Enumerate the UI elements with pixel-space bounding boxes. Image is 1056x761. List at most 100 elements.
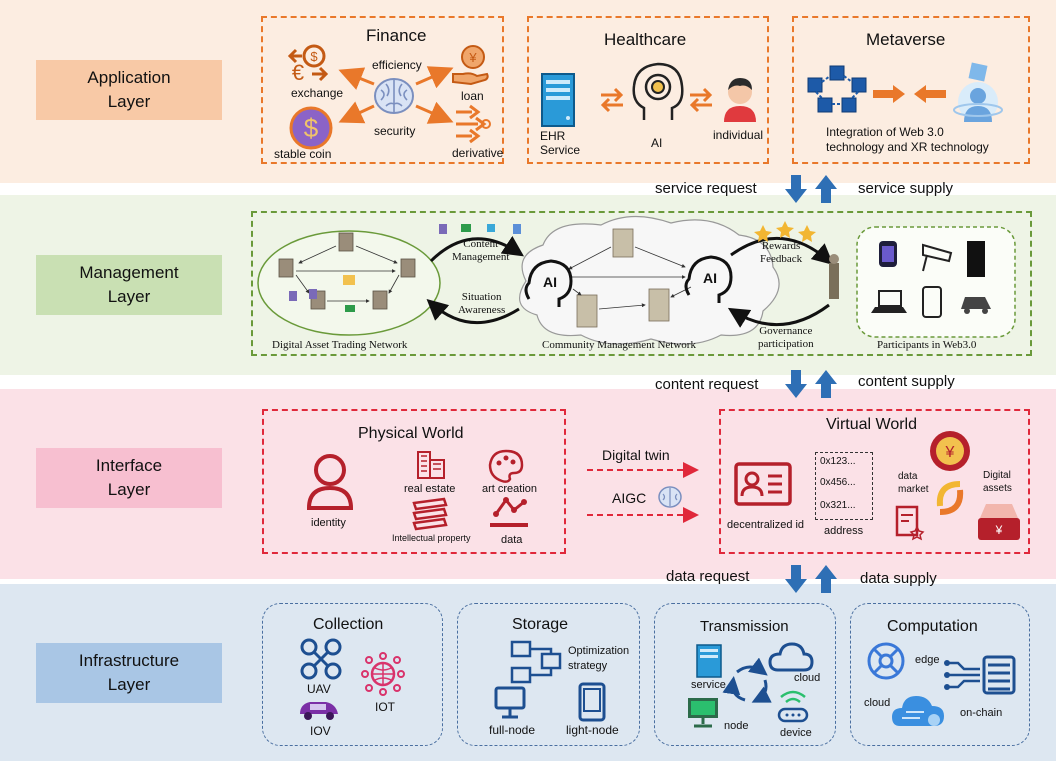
situation-awareness-label: Situation Awareness [458,291,506,316]
cycle-arrows-icon [722,657,772,703]
efficiency-label: efficiency [372,58,422,72]
finance-box [261,16,504,164]
blockchain-icon [807,65,867,113]
security-label: security [374,124,416,138]
data-label: data [501,534,523,546]
participants-label: Participants in Web3.0 [877,339,977,351]
right-arrow-icon [873,85,905,103]
rewards-feedback-label: Rewards Feedback [760,240,803,265]
participant-devices [871,241,991,318]
swap-arrows-icon-2 [689,87,713,113]
data-request-label: data request [666,568,750,585]
brain-icon-small [658,486,682,508]
infrastructure-layer-label: Infrastructure Layer [36,643,222,703]
storage-box [457,603,640,746]
content-management-label: Content Management [452,238,510,263]
virtual-world-box [719,409,1030,554]
collection-box [262,603,443,746]
intellectual-property-icon [412,497,448,531]
uav-icon [300,638,342,680]
application-layer-label: Application Layer [36,60,222,120]
metaverse-caption: Integration of Web 3.0 technology and XR… [826,125,989,154]
management-layer-label: Management Layer [36,255,222,315]
interface-layer-label: Interface Layer [36,448,222,508]
real-estate-icon [417,451,445,479]
svg-text:$: $ [304,113,319,143]
computation-box [850,603,1030,746]
derivative-label: derivative [452,146,504,160]
transmission-title: Transmission [700,618,789,635]
iot-label: IOT [375,700,395,714]
svg-text:¥: ¥ [945,444,955,461]
digital-assets-icon: ¥ [978,504,1020,540]
computation-cloud-label: cloud [864,697,891,709]
storage-title: Storage [512,616,569,633]
uav-label: UAV [307,682,331,696]
on-chain-label: on-chain [960,707,1003,719]
edge-label: edge [915,654,940,666]
light-node-icon [578,682,606,722]
ai-head-icon [632,62,684,120]
metaverse-title: Metaverse [866,30,946,49]
management-diagram: AI AI [257,215,1016,345]
finance-arrows [338,66,454,124]
computation-cloud-icon [892,696,944,726]
data-icon [490,497,528,527]
ai-management-label: AI [543,274,557,290]
yen-coin-icon: ¥ [930,431,970,471]
stable-coin-icon: $ [289,106,333,150]
swap-arrows-icon [600,87,624,113]
stable-coin-label: stable coin [274,147,332,161]
finance-title: Finance [366,26,427,45]
metaverse-box [792,16,1030,164]
full-node-icon [494,686,526,719]
up-arrow-icon-2 [815,370,837,398]
up-arrow-icon-3 [815,565,837,593]
iov-icon [300,702,338,720]
collection-title: Collection [313,616,384,633]
governance-label: Governance participation [758,325,814,350]
identity-label: identity [311,517,346,529]
light-node-label: light-node [566,723,619,737]
virtual-world-title: Virtual World [826,416,917,433]
optimization-label: Optimization strategy [568,645,630,672]
brain-icon [374,78,414,114]
computation-title: Computation [887,618,978,635]
service-request-label: service request [655,180,757,197]
content-supply-label: content supply [858,373,955,390]
iov-label: IOV [310,724,331,738]
decentralized-id-icon [734,462,792,506]
individual-label: individual [713,128,764,142]
iot-icon [361,652,405,696]
healthcare-title: Healthcare [604,30,687,49]
physical-world-box [262,409,566,554]
address-3: 0x321... [820,500,856,511]
up-arrow-icon [815,175,837,203]
left-arrow-icon [914,85,946,103]
service-label: service [691,679,726,691]
ai-community-label: AI [703,270,717,286]
art-creation-icon [488,449,524,483]
device-label: device [780,727,812,739]
exchange-cycle-icon [936,481,964,515]
on-chain-icon [944,655,1016,695]
svg-text:$: $ [310,49,318,64]
content-request-label: content request [655,376,759,393]
loan-label: loan [461,89,484,103]
digital-assets-label: Digital assets [983,470,1012,494]
trading-network-label: Digital Asset Trading Network [272,339,408,351]
community-network-label: Community Management Network [542,339,696,351]
node-monitor-icon [688,698,718,728]
ehr-label: EHR Service [540,129,581,157]
individual-icon [724,78,756,122]
aigc-label: AIGC [612,490,647,506]
full-node-label: full-node [489,723,536,737]
node-label: node [724,720,749,732]
physical-world-title: Physical World [358,425,464,442]
optimization-icon [510,640,562,684]
art-creation-label: art creation [482,483,538,495]
identity-icon [306,454,354,510]
data-market-icon [895,505,925,541]
svg-text:¥: ¥ [995,523,1003,537]
down-arrow-icon [785,175,807,203]
